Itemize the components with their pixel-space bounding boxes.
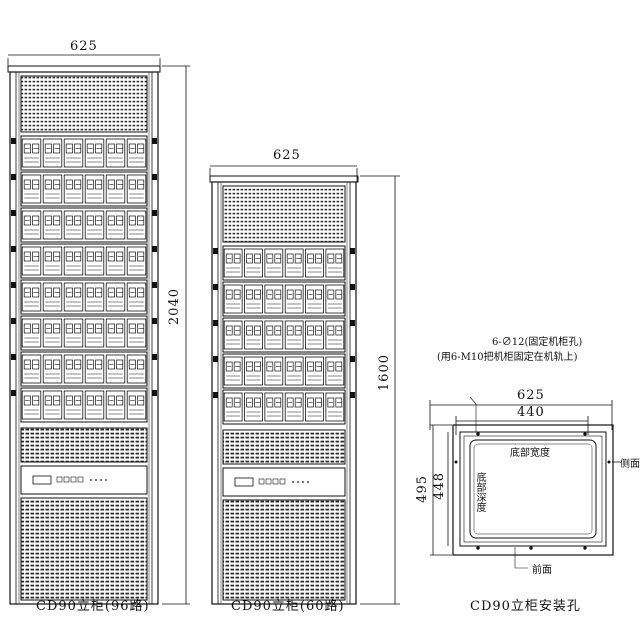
monitor-key — [63, 476, 70, 483]
cab96-width-label: 625 — [70, 39, 98, 54]
bottom-width-label: 底部宽度 — [510, 448, 550, 459]
module-shelf — [222, 389, 346, 425]
lower-vent-grille — [222, 429, 346, 465]
monitor-display — [32, 475, 52, 485]
rail-bracket — [11, 390, 16, 396]
module-shelf — [222, 245, 346, 281]
rail-bracket — [11, 318, 16, 324]
cabinet-top — [209, 175, 359, 183]
module-shelf — [222, 353, 346, 389]
base-caption: CD90立柜安装孔 — [470, 599, 581, 614]
rail-bracket — [152, 390, 157, 396]
bottom-vent-grille — [222, 499, 346, 601]
base-inner-depth-label: 448 — [432, 472, 447, 500]
rail-bracket — [152, 246, 157, 252]
hole-spec-note: 6-∅12(固定机柜孔) — [492, 337, 583, 348]
monitor-led — [90, 479, 92, 481]
rail-bracket — [350, 320, 355, 326]
module-shelf — [20, 171, 148, 207]
top-vent-grille — [20, 75, 148, 133]
rail-bracket — [213, 392, 218, 398]
mounting-base-drawing — [429, 396, 620, 569]
monitor-key — [77, 476, 84, 483]
rail-bracket — [350, 248, 355, 254]
rail-bracket — [152, 318, 157, 324]
monitor-led — [297, 481, 299, 483]
monitor-key — [279, 478, 286, 485]
monitor-led — [307, 481, 309, 483]
cabinet-60-drawing — [209, 175, 359, 605]
monitor-key — [272, 478, 279, 485]
hole-use-note: (用6-M10把机柜固定在机轨上) — [437, 352, 578, 363]
front-label: 前面 — [532, 565, 552, 576]
rail-bracket — [11, 174, 16, 180]
bottom-vent-grille — [20, 497, 148, 601]
monitor-led — [105, 479, 107, 481]
cab96-height-label: 2040 — [167, 288, 182, 326]
cab60-height-label: 1600 — [377, 354, 392, 392]
base-outer-depth-label: 495 — [415, 475, 430, 503]
module-shelf — [222, 317, 346, 353]
cab60-width-label: 625 — [273, 148, 301, 163]
cab96-caption: CD90立柜(96路) — [36, 599, 150, 614]
rail-bracket — [11, 354, 16, 360]
base-inner-width-label: 440 — [517, 405, 545, 420]
monitor-key — [265, 478, 272, 485]
rail-bracket — [152, 354, 157, 360]
monitor-led — [95, 479, 97, 481]
rail-bracket — [213, 284, 218, 290]
rail-bracket — [350, 284, 355, 290]
rail-bracket — [152, 138, 157, 144]
rail-bracket — [213, 356, 218, 362]
rail-bracket — [213, 320, 218, 326]
module-shelf — [20, 387, 148, 423]
rail-bracket — [11, 282, 16, 288]
module-shelf — [20, 279, 148, 315]
monitor-led — [302, 481, 304, 483]
dimension-lines — [7, 54, 400, 605]
monitor-key — [258, 478, 265, 485]
rail-bracket — [152, 174, 157, 180]
cabinet-top — [7, 65, 161, 73]
bottom-depth-label: 底部深度 — [474, 472, 485, 512]
rail-bracket — [152, 282, 157, 288]
rail-bracket — [350, 356, 355, 362]
module-shelf — [20, 315, 148, 351]
monitor-led — [292, 481, 294, 483]
module-shelf — [222, 281, 346, 317]
cab60-caption: CD90立柜(60路) — [231, 599, 345, 614]
top-vent-grille — [222, 185, 346, 243]
module-shelf — [20, 135, 148, 171]
lower-vent-grille — [20, 427, 148, 463]
rail-bracket — [152, 210, 157, 216]
side-label: 侧面 — [620, 459, 640, 470]
rail-bracket — [11, 138, 16, 144]
base-outer-width-label: 625 — [517, 388, 545, 403]
rail-bracket — [11, 246, 16, 252]
module-shelf — [20, 351, 148, 387]
rail-bracket — [213, 248, 218, 254]
monitor-led — [100, 479, 102, 481]
monitor-display — [234, 477, 254, 487]
rail-bracket — [11, 210, 16, 216]
rail-bracket — [350, 392, 355, 398]
monitor-key — [70, 476, 77, 483]
module-shelf — [20, 207, 148, 243]
monitor-key — [56, 476, 63, 483]
module-shelf — [20, 243, 148, 279]
cabinet-96-drawing — [7, 65, 161, 605]
